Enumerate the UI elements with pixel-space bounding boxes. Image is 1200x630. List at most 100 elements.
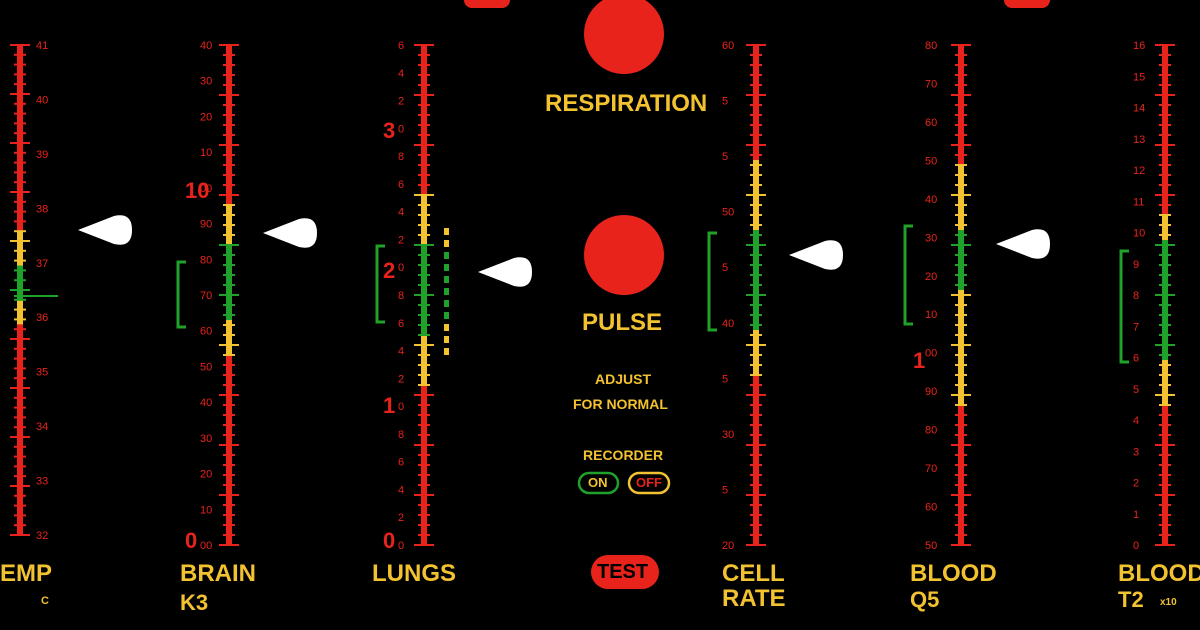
gauge-tick-label: 5 bbox=[722, 151, 728, 163]
gauge-tick-label: 10 bbox=[200, 147, 212, 159]
gauge-big-label: 2 bbox=[383, 258, 395, 283]
gauge-tick-label: 50 bbox=[925, 540, 937, 552]
lung-dash-indicator bbox=[444, 264, 449, 271]
gauge-tick-label: 40 bbox=[200, 40, 212, 52]
gauge-tick-label: 6 bbox=[398, 457, 404, 469]
gauge-tick-label: 2 bbox=[398, 96, 404, 108]
gauge-tick-label: 10 bbox=[1133, 228, 1145, 240]
normal-range-bracket bbox=[903, 224, 913, 326]
gauge-tick-label: 6 bbox=[398, 318, 404, 330]
gauge-tick-label: 70 bbox=[925, 463, 937, 475]
gauge-tick-label: 40 bbox=[36, 94, 48, 106]
normal-range-bracket bbox=[1119, 249, 1129, 364]
gauge-tick-label: 8 bbox=[1133, 290, 1139, 302]
gauge-tick-label: 39 bbox=[36, 149, 48, 161]
gauge-tick-label: 4 bbox=[1133, 415, 1139, 427]
top-tab-right bbox=[1004, 0, 1050, 8]
pointer-arrow-icon bbox=[263, 218, 317, 248]
pointer-arrow-icon bbox=[478, 257, 532, 287]
lung-dash-indicator bbox=[444, 324, 449, 331]
gauge-tick-label: 12 bbox=[1133, 165, 1145, 177]
gauge-tick-label: 0 bbox=[1133, 540, 1139, 552]
pulse-lamp bbox=[584, 215, 664, 295]
adjust-label-line1: ADJUST bbox=[595, 371, 652, 387]
gauge-tick-label: 5 bbox=[1133, 384, 1139, 396]
top-tab-left bbox=[464, 0, 510, 8]
gauge-tick-label: 2 bbox=[398, 512, 404, 524]
gauge-tick-label: 70 bbox=[925, 78, 937, 90]
test-button-label[interactable]: TEST bbox=[597, 561, 649, 583]
gauge-big-label: 10 bbox=[185, 178, 209, 203]
normal-range-bracket bbox=[176, 260, 186, 329]
gauge-tick-label: 0 bbox=[398, 401, 404, 413]
gauge-label-cell: CELL bbox=[722, 560, 785, 587]
gauge-spine-green bbox=[17, 265, 23, 300]
gauge-tick-label: 4 bbox=[398, 484, 404, 496]
gauge-tick-label: 40 bbox=[722, 318, 734, 330]
recorder-off-label[interactable]: OFF bbox=[636, 475, 662, 490]
gauge-spine-green bbox=[226, 245, 232, 320]
gauge-tick-label: 40 bbox=[200, 397, 212, 409]
normal-range-bracket bbox=[375, 244, 385, 324]
lung-dash-indicator bbox=[444, 300, 449, 307]
lung-dash-indicator bbox=[444, 336, 449, 343]
lung-dash-indicator bbox=[444, 240, 449, 247]
gauge-tick-label: 4 bbox=[398, 346, 404, 358]
lung-dash-indicator bbox=[444, 252, 449, 259]
gauge-tick-label: 30 bbox=[200, 76, 212, 88]
gauge-tick-label: 50 bbox=[722, 207, 734, 219]
gauge-big-label: 3 bbox=[383, 118, 395, 143]
gauge-tick-label: 00 bbox=[200, 540, 212, 552]
gauge-tick-label: 20 bbox=[925, 271, 937, 283]
gauge-tick-label: 33 bbox=[36, 476, 48, 488]
gauge-tick-label: 1 bbox=[1133, 509, 1139, 521]
gauge-big-label: 1 bbox=[913, 348, 925, 373]
gauge-big-label: 0 bbox=[383, 528, 395, 553]
gauge-tick-label: 5 bbox=[722, 96, 728, 108]
respiration-label: RESPIRATION bbox=[545, 90, 708, 117]
gauge-tick-label: 00 bbox=[200, 183, 212, 195]
gauge-tick-label: 60 bbox=[925, 117, 937, 129]
lung-dash-indicator bbox=[444, 288, 449, 295]
pulse-label: PULSE bbox=[582, 309, 663, 336]
adjust-label-line2: FOR NORMAL bbox=[573, 396, 668, 412]
gauge-note-blood-t: x10 bbox=[1160, 597, 1177, 608]
gauge-tick-label: 4 bbox=[398, 68, 404, 80]
gauge-tick-label: 80 bbox=[925, 425, 937, 437]
gauge-spine-green bbox=[421, 245, 427, 335]
gauge-tick-label: 9 bbox=[1133, 259, 1139, 271]
recorder-on-button[interactable] bbox=[577, 471, 620, 495]
recorder-off-button[interactable] bbox=[627, 471, 671, 495]
gauge-tick-label: 35 bbox=[36, 367, 48, 379]
gauge-tick-label: 70 bbox=[200, 290, 212, 302]
gauge-sub-blood-q: Q5 bbox=[910, 587, 940, 612]
gauge-tick-label: 10 bbox=[200, 504, 212, 516]
gauge-tick-label: 36 bbox=[36, 312, 48, 324]
gauge-tick-label: 4 bbox=[398, 207, 404, 219]
gauge-spine-green bbox=[753, 230, 759, 330]
gauge-tick-label: 5 bbox=[722, 484, 728, 496]
gauge-tick-label: 50 bbox=[925, 155, 937, 167]
gauge-tick-label: 11 bbox=[1133, 196, 1144, 208]
test-button[interactable] bbox=[591, 555, 659, 589]
gauge-tick-label: 2 bbox=[398, 234, 404, 246]
gauge-tick-label: 00 bbox=[925, 348, 937, 360]
gauge-tick-label: 6 bbox=[398, 179, 404, 191]
gauge-sub-brain: K3 bbox=[180, 590, 209, 615]
recorder-on-label[interactable]: ON bbox=[588, 475, 608, 490]
lung-dash-indicator bbox=[444, 276, 449, 283]
pointer-arrow-icon bbox=[996, 229, 1050, 259]
gauge-tick-label: 3 bbox=[1133, 446, 1139, 458]
gauge-tick-label: 37 bbox=[36, 258, 48, 270]
gauge-tick-label: 14 bbox=[1133, 103, 1145, 115]
gauge-tick-label: 60 bbox=[925, 502, 937, 514]
gauge-label-brain: BRAIN bbox=[180, 560, 256, 587]
gauge-tick-label: 0 bbox=[398, 540, 404, 552]
gauge-tick-label: 50 bbox=[200, 361, 212, 373]
gauge-big-label: 0 bbox=[185, 528, 197, 553]
gauge-tick-label: 7 bbox=[1133, 321, 1139, 333]
